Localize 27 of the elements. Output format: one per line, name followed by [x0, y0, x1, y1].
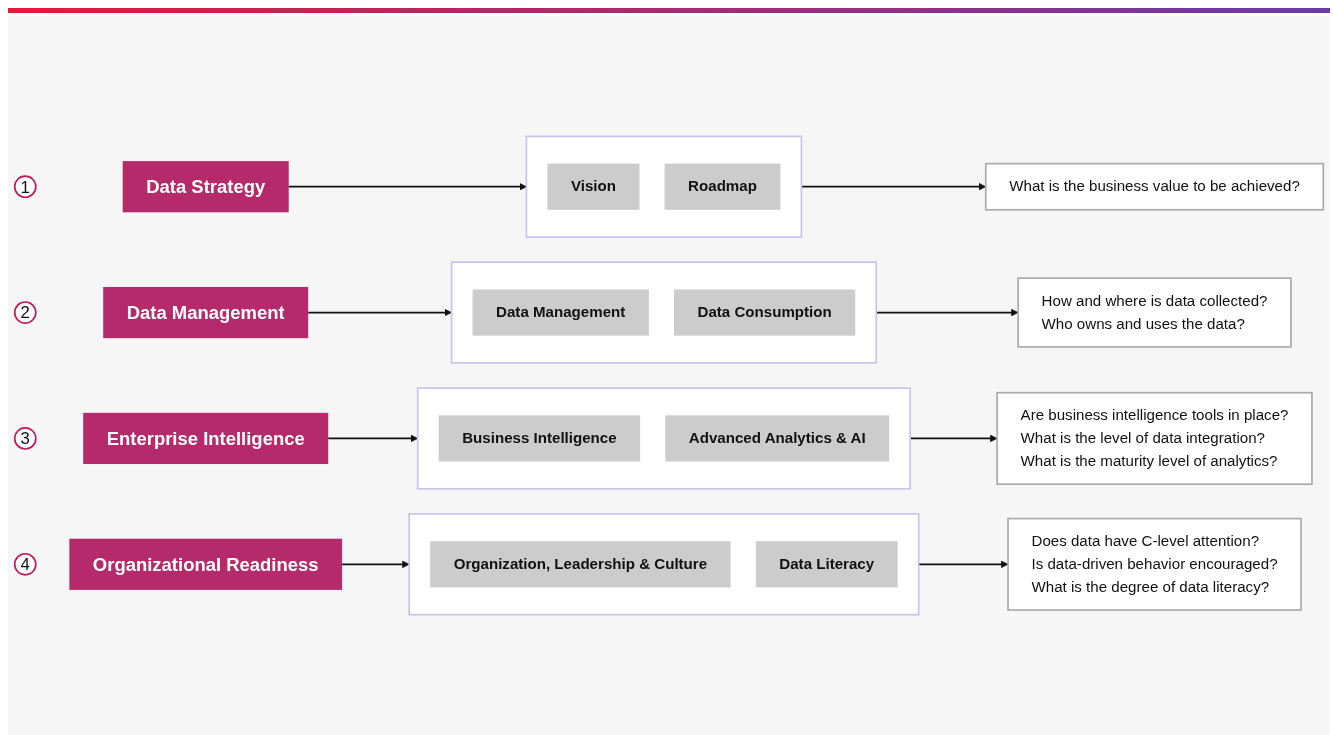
arrow	[287, 183, 527, 191]
node-box: Organizational Readiness	[69, 538, 343, 590]
node-box: Organization, Leadership & Culture	[430, 541, 731, 588]
arrow	[341, 560, 410, 568]
cluster	[450, 261, 878, 364]
node-box: Data Management	[103, 286, 309, 339]
node-box: Data Literacy	[755, 541, 898, 588]
cluster	[408, 513, 920, 616]
node-box: Advanced Analytics & AI	[665, 415, 890, 462]
node-box: Does data have C-level attention? Is data-driven behavior encouraged? What is the degree of data literacy?	[1007, 517, 1302, 611]
node-circle: 2	[13, 301, 37, 324]
node-box: Data Consumption	[674, 289, 856, 336]
node-circle: 1	[13, 175, 37, 199]
node-circle: 3	[13, 427, 37, 450]
node-box: What is the business value to be achieved?	[984, 162, 1325, 211]
node-box: Vision	[547, 163, 640, 210]
node-circle: 4	[13, 552, 37, 576]
node-box: Are business intelligence tools in place? What is the level of data integration? What is the maturity level of analytics?	[996, 391, 1313, 485]
node-box: How and where is data collected? Who owns and uses the data?	[1017, 277, 1292, 348]
node-box: Business Intelligence	[438, 415, 641, 462]
arrow	[307, 308, 452, 317]
node-box: Data Management	[472, 289, 649, 336]
node-box: Roadmap	[664, 163, 781, 210]
node-box: Enterprise Intelligence	[83, 412, 329, 465]
node-box: Data Strategy	[122, 161, 289, 213]
cluster	[416, 387, 911, 490]
cluster	[525, 135, 803, 238]
